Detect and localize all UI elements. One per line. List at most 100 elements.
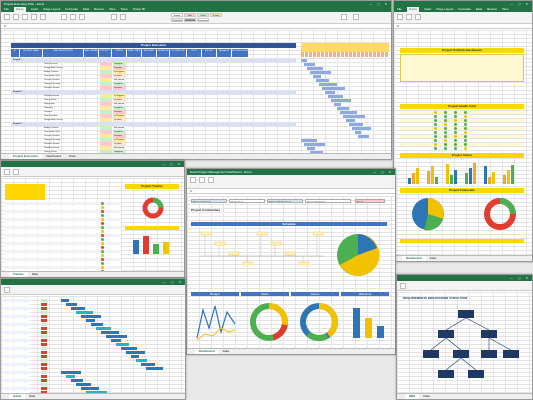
cell-style-1[interactable]: Bad [184, 13, 196, 17]
formula-bar[interactable]: fx [394, 24, 532, 29]
bold-icon[interactable] [13, 169, 19, 175]
gantt-task-row[interactable] [3, 351, 29, 354]
column-header[interactable]: END DATE [142, 49, 156, 57]
ribbon-tab[interactable]: Formulas [65, 7, 78, 11]
ribbon-tab[interactable]: Page Layout [43, 7, 61, 11]
sheet-tab[interactable]: Dashboard [46, 154, 62, 158]
gantt-task-row[interactable] [3, 387, 29, 390]
gantt-task-row[interactable] [3, 343, 29, 346]
paste-icon[interactable] [4, 287, 10, 293]
gantt-sheet[interactable] [1, 296, 185, 393]
tracker-row[interactable] [5, 242, 121, 245]
bold-icon[interactable] [415, 14, 421, 20]
ribbon-tab[interactable]: Review [487, 7, 497, 11]
column-header[interactable]: STATUS [112, 49, 126, 57]
gantt-task-row[interactable] [3, 367, 29, 370]
gantt-task-row[interactable] [3, 335, 29, 338]
percent-icon[interactable] [120, 14, 126, 20]
dashboard-sheet[interactable]: Project Portfolio Dashboard Project Heal… [394, 30, 532, 255]
tracker-row[interactable] [5, 266, 121, 269]
gantt-task-row[interactable] [3, 299, 29, 302]
ribbon-tab[interactable]: Home [13, 7, 26, 12]
sheet-tab[interactable]: Gantt [9, 394, 25, 399]
window-controls[interactable]: — ▢ ✕ [368, 2, 389, 6]
gantt-task-row[interactable] [3, 339, 29, 342]
rbs-sheet[interactable]: REQUIREMENTS BREAKDOWN STRUCTURE [397, 292, 532, 393]
ribbon-tab[interactable]: Home [406, 7, 419, 12]
paste-icon[interactable] [397, 14, 403, 20]
gantt-task-row[interactable] [3, 371, 29, 374]
tracker-row[interactable] [5, 270, 121, 271]
paste-icon[interactable] [190, 177, 196, 183]
tracker-row[interactable] [5, 222, 121, 225]
window-controls[interactable]: — ▢ ✕ [162, 280, 183, 284]
gantt-task-row[interactable] [3, 359, 29, 362]
ribbon-tab[interactable]: Formulas [458, 7, 471, 11]
gantt-task-row[interactable] [3, 307, 29, 310]
cell-style-6[interactable]: Explanatory [197, 18, 209, 22]
sheet-tab[interactable]: Data [423, 394, 430, 398]
number-format-icon[interactable] [111, 14, 117, 20]
gantt-task-row[interactable] [3, 375, 29, 378]
sheet-tab[interactable]: Data [69, 154, 76, 158]
gantt-task-row[interactable] [3, 391, 29, 393]
column-header[interactable]: BUDGET [202, 49, 216, 57]
tracker-row[interactable] [5, 238, 121, 241]
cell-style-2[interactable]: Good [197, 13, 209, 17]
ribbon-tab[interactable]: Data [475, 7, 483, 11]
formula-bar[interactable]: fx [187, 189, 395, 194]
sheet-tab[interactable]: Dashboard [402, 256, 426, 261]
tracker-sheet[interactable]: Project Tracker [1, 178, 184, 271]
gantt-task-row[interactable] [3, 327, 29, 330]
tracker-row[interactable] [5, 254, 121, 257]
gantt-task-row[interactable] [3, 315, 29, 318]
tracker-row[interactable] [5, 218, 121, 221]
cell-style-5[interactable]: Check Cell [184, 18, 196, 22]
column-header[interactable]: ACTUAL HOURS [232, 49, 248, 57]
italic-icon[interactable] [31, 14, 37, 20]
column-header[interactable]: START DATE [127, 49, 141, 57]
align-left-icon[interactable] [61, 14, 67, 20]
tracker-row[interactable] [5, 202, 121, 205]
sort-filter-icon[interactable] [341, 14, 347, 20]
paste-icon[interactable] [4, 169, 10, 175]
tracker-row[interactable] [5, 246, 121, 249]
cut-icon[interactable] [406, 14, 412, 20]
sheet-tab[interactable]: Dashboard [195, 349, 219, 354]
tracker-row[interactable] [5, 206, 121, 209]
cell-style-4[interactable]: Calculation [171, 18, 183, 22]
sheet-tab[interactable]: RBS [405, 394, 420, 399]
column-header[interactable]: ID [11, 49, 19, 57]
underline-icon[interactable] [40, 14, 46, 20]
formula-bar[interactable]: fx [1, 24, 391, 29]
sheet-tab[interactable]: Project Execution [9, 154, 43, 159]
cell-style-3[interactable]: Neutral [210, 13, 222, 17]
gantt-task-row[interactable] [3, 311, 29, 314]
bold-icon[interactable] [199, 177, 205, 183]
bold-icon[interactable] [22, 14, 28, 20]
gantt-task-row[interactable] [3, 319, 29, 322]
ribbon-tab[interactable]: Data [82, 7, 90, 11]
sheet-tab[interactable]: Data [31, 272, 39, 276]
gantt-task-row[interactable] [3, 379, 29, 382]
ribbon-tab[interactable]: Team [120, 7, 128, 11]
sheet-tab[interactable]: Data [429, 256, 437, 260]
sheet-tab[interactable]: Tracker [9, 272, 28, 277]
cut-icon[interactable] [13, 14, 19, 20]
